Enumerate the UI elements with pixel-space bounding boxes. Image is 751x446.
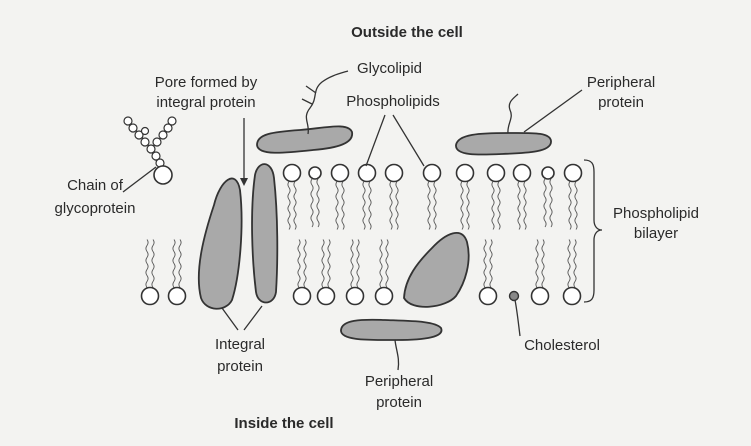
lower-phospholipid: [530, 239, 550, 306]
upper-phospholipid: [455, 163, 475, 230]
peripheral-bottom-label-line1: Peripheral: [365, 373, 433, 390]
integral-protein-left: [197, 177, 243, 310]
lower-phospholipid: [345, 239, 365, 306]
peripheral-top-pointer: [523, 89, 583, 133]
chain-label-line2: glycoprotein: [55, 200, 136, 217]
lower-phospholipid: [167, 239, 187, 306]
peripheral-protein-top-left: [256, 125, 353, 154]
cholesterol-molecule: [508, 290, 520, 302]
peripheral-protein-bottom: [340, 318, 443, 341]
inside-cell-label: Inside the cell: [234, 415, 333, 432]
upper-phospholipid: [308, 166, 322, 228]
integral-pointer: [221, 305, 263, 331]
upper-phospholipid: [512, 163, 532, 230]
cholesterol-pointer: [514, 299, 521, 337]
cholesterol-label: Cholesterol: [524, 337, 600, 354]
glycolipid-label: Glycolipid: [357, 60, 422, 77]
glycolipid-chain: [305, 70, 349, 135]
peripheral-top-label-line1: Peripheral: [587, 74, 655, 91]
upper-phospholipid: [357, 163, 377, 230]
phospholipids-pointer: [365, 114, 425, 167]
glycoprotein-chain: [123, 116, 177, 171]
lower-phospholipid: [374, 239, 394, 306]
peripheral-bottom-label-line2: protein: [376, 394, 422, 411]
outside-cell-label: Outside the cell: [351, 24, 463, 41]
upper-phospholipid: [563, 163, 583, 230]
lower-phospholipid: [478, 239, 498, 306]
upper-phospholipid: [541, 166, 555, 228]
pore-label-line2: integral protein: [156, 94, 255, 111]
upper-phospholipid: [384, 163, 404, 230]
peripheral-top-label-line2: protein: [598, 94, 644, 111]
glycoprotein-head: [153, 165, 173, 185]
bilayer-label-line1: Phospholipid: [613, 205, 699, 222]
integral-protein-lower: [403, 232, 470, 308]
lower-lipid-layer: [140, 239, 582, 306]
lower-phospholipid: [562, 239, 582, 306]
integral-label-line1: Integral: [215, 336, 265, 353]
lower-phospholipid: [316, 239, 336, 306]
phospholipids-label: Phospholipids: [346, 93, 439, 110]
chain-pointer: [122, 166, 157, 193]
upper-phospholipid: [330, 163, 350, 230]
peripheral-protein-top-right: [455, 132, 552, 156]
upper-phospholipid: [486, 163, 506, 230]
upper-phospholipid: [422, 163, 442, 230]
peripheral-bottom-pointer: [394, 339, 400, 371]
bilayer-brace: [583, 159, 603, 303]
bilayer-label-line2: bilayer: [634, 225, 678, 242]
pore-label-line1: Pore formed by: [155, 74, 258, 91]
upper-lipid-layer: [282, 163, 583, 230]
chain-label-line1: Chain of: [67, 177, 124, 194]
lower-phospholipid: [292, 239, 312, 306]
upper-phospholipid: [282, 163, 302, 230]
integral-protein-right: [251, 163, 279, 304]
integral-label-line2: protein: [217, 358, 263, 375]
lower-phospholipid: [140, 239, 160, 306]
